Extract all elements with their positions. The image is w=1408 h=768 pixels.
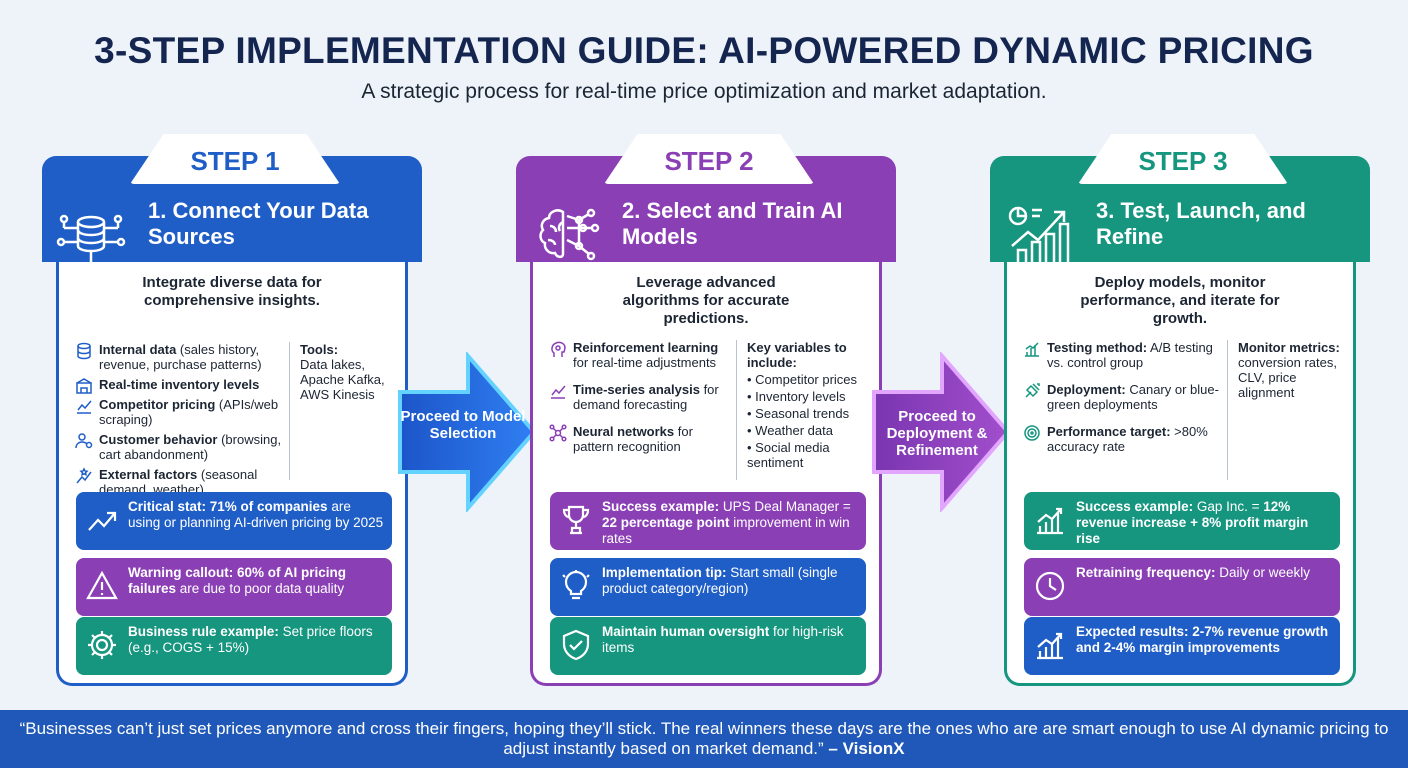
shield-check-icon — [562, 629, 590, 661]
step-3-title: 3. Test, Launch, and Refine — [1096, 198, 1306, 249]
quote-banner: “Businesses can’t just set prices anymor… — [0, 710, 1408, 768]
step-2-variables: Key variables to include: Competitor pri… — [736, 340, 874, 480]
variable-item: Seasonal trends — [747, 406, 874, 421]
variable-item: Social media sentiment — [747, 440, 874, 470]
step-2-items: Reinforcement learning for real-time adj… — [549, 340, 734, 459]
arrow-right-icon — [872, 352, 1011, 512]
warning-icon — [86, 570, 118, 600]
success-example-box: Success example: Gap Inc. = 12% revenue … — [1024, 492, 1340, 550]
tools-label: Tools: — [300, 342, 339, 357]
step-3-tab: STEP 3 — [1078, 134, 1288, 184]
proceed-arrow-2: Proceed to Deployment & Refinement — [872, 352, 1012, 512]
step-2-card: 2. Select and Train AI Models STEP 2 Lev… — [516, 134, 896, 686]
lightbulb-icon — [562, 570, 590, 600]
proceed-arrow-1: Proceed to Model Selection — [398, 352, 538, 512]
warning-box: Warning callout: 60% of AI pricing failu… — [76, 558, 392, 616]
bar-chart-icon — [1025, 342, 1039, 357]
database-network-icon — [56, 214, 126, 271]
deploy-icon — [1025, 383, 1040, 398]
list-item: Deployment: Canary or blue-green deploym… — [1023, 382, 1223, 412]
quote-author: – VisionX — [828, 739, 905, 758]
arrow-2-label: Proceed to Deployment & Refinement — [886, 408, 988, 459]
step-1-intro: Integrate diverse data for comprehensive… — [142, 274, 322, 309]
metrics-label: Monitor metrics: — [1238, 340, 1340, 355]
list-item: Competitor pricing (APIs/web scraping) — [75, 397, 285, 427]
variable-item: Weather data — [747, 423, 874, 438]
step-2-title: 2. Select and Train AI Models — [622, 198, 843, 249]
step-2-intro: Leverage advanced algorithms for accurat… — [622, 274, 790, 327]
list-item: Neural networks for pattern recognition — [549, 424, 734, 454]
step-1-title: 1. Connect Your Data Sources — [148, 198, 369, 249]
retraining-frequency-box: Retraining frequency: Daily or weekly — [1024, 558, 1340, 616]
brain-network-icon — [539, 208, 600, 261]
step-1-tab: STEP 1 — [130, 134, 340, 184]
growth-chart-icon — [1037, 507, 1063, 535]
step-3-items: Testing method: A/B testing vs. control … — [1023, 340, 1223, 459]
external-factors-icon — [76, 467, 92, 484]
page-subtitle: A strategic process for real-time price … — [361, 80, 1047, 103]
success-example-box: Success example: UPS Deal Manager = 22 p… — [550, 492, 866, 550]
list-item: Testing method: A/B testing vs. control … — [1023, 340, 1223, 370]
list-item: Reinforcement learning for real-time adj… — [549, 340, 734, 370]
list-item: Internal data (sales history, revenue, p… — [75, 342, 285, 372]
step-3-intro: Deploy models, monitor performance, and … — [1080, 274, 1280, 327]
chart-line-icon — [77, 400, 92, 414]
list-item: Time-series analysis for demand forecast… — [549, 382, 734, 412]
step-1-tools: Tools: Data lakes, Apache Kafka, AWS Kin… — [289, 342, 397, 480]
network-icon — [549, 424, 567, 442]
arrow-right-icon — [398, 352, 537, 512]
implementation-tip-box: Implementation tip: Start small (single … — [550, 558, 866, 616]
user-gear-icon — [75, 433, 93, 449]
list-item: Performance target: >80% accuracy rate — [1023, 424, 1223, 454]
list-item: Real-time inventory levels — [75, 377, 285, 394]
business-rule-box: Business rule example: Set price floors … — [76, 617, 392, 675]
step-3-body: Deploy models, monitor performance, and … — [1004, 262, 1356, 686]
step-3-metrics: Monitor metrics: conversion rates, CLV, … — [1227, 340, 1351, 480]
arrow-1-label: Proceed to Model Selection — [400, 408, 526, 442]
variable-item: Competitor prices — [747, 372, 874, 387]
head-icon — [551, 341, 566, 357]
step-2-tab: STEP 2 — [604, 134, 814, 184]
human-oversight-box: Maintain human oversight for high-risk i… — [550, 617, 866, 675]
variables-label: Key variables to include: — [747, 340, 847, 370]
step-1-items: Internal data (sales history, revenue, p… — [75, 342, 285, 502]
step-2-body: Leverage advanced algorithms for accurat… — [530, 262, 882, 686]
trophy-icon — [562, 505, 590, 535]
chart-line-icon — [551, 385, 566, 399]
database-icon — [77, 342, 91, 360]
step-3-card: 3. Test, Launch, and Refine STEP 3 Deplo… — [990, 134, 1370, 686]
metrics-list: conversion rates, CLV, price alignment — [1238, 355, 1337, 400]
clock-icon — [1035, 571, 1065, 601]
tools-list: Data lakes, Apache Kafka, AWS Kinesis — [300, 357, 385, 402]
bar-chart-icon — [1037, 632, 1063, 660]
step-1-body: Integrate diverse data for comprehensive… — [56, 262, 408, 686]
critical-stat-box: Critical stat: 71% of companies are usin… — [76, 492, 392, 550]
target-icon — [1024, 425, 1040, 441]
quote-text: “Businesses can’t just set prices anymor… — [19, 719, 1389, 758]
page-title: 3-STEP IMPLEMENTATION GUIDE: AI-POWERED … — [94, 30, 1314, 71]
trend-up-icon — [88, 511, 117, 531]
variable-item: Inventory levels — [747, 389, 874, 404]
gear-icon — [88, 631, 116, 659]
expected-results-box: Expected results: 2-7% revenue growth an… — [1024, 617, 1340, 675]
inventory-icon — [76, 378, 92, 394]
list-item: Customer behavior (browsing, cart abando… — [75, 432, 285, 462]
step-1-card: 1. Connect Your Data Sources STEP 1 Inte… — [42, 134, 422, 686]
